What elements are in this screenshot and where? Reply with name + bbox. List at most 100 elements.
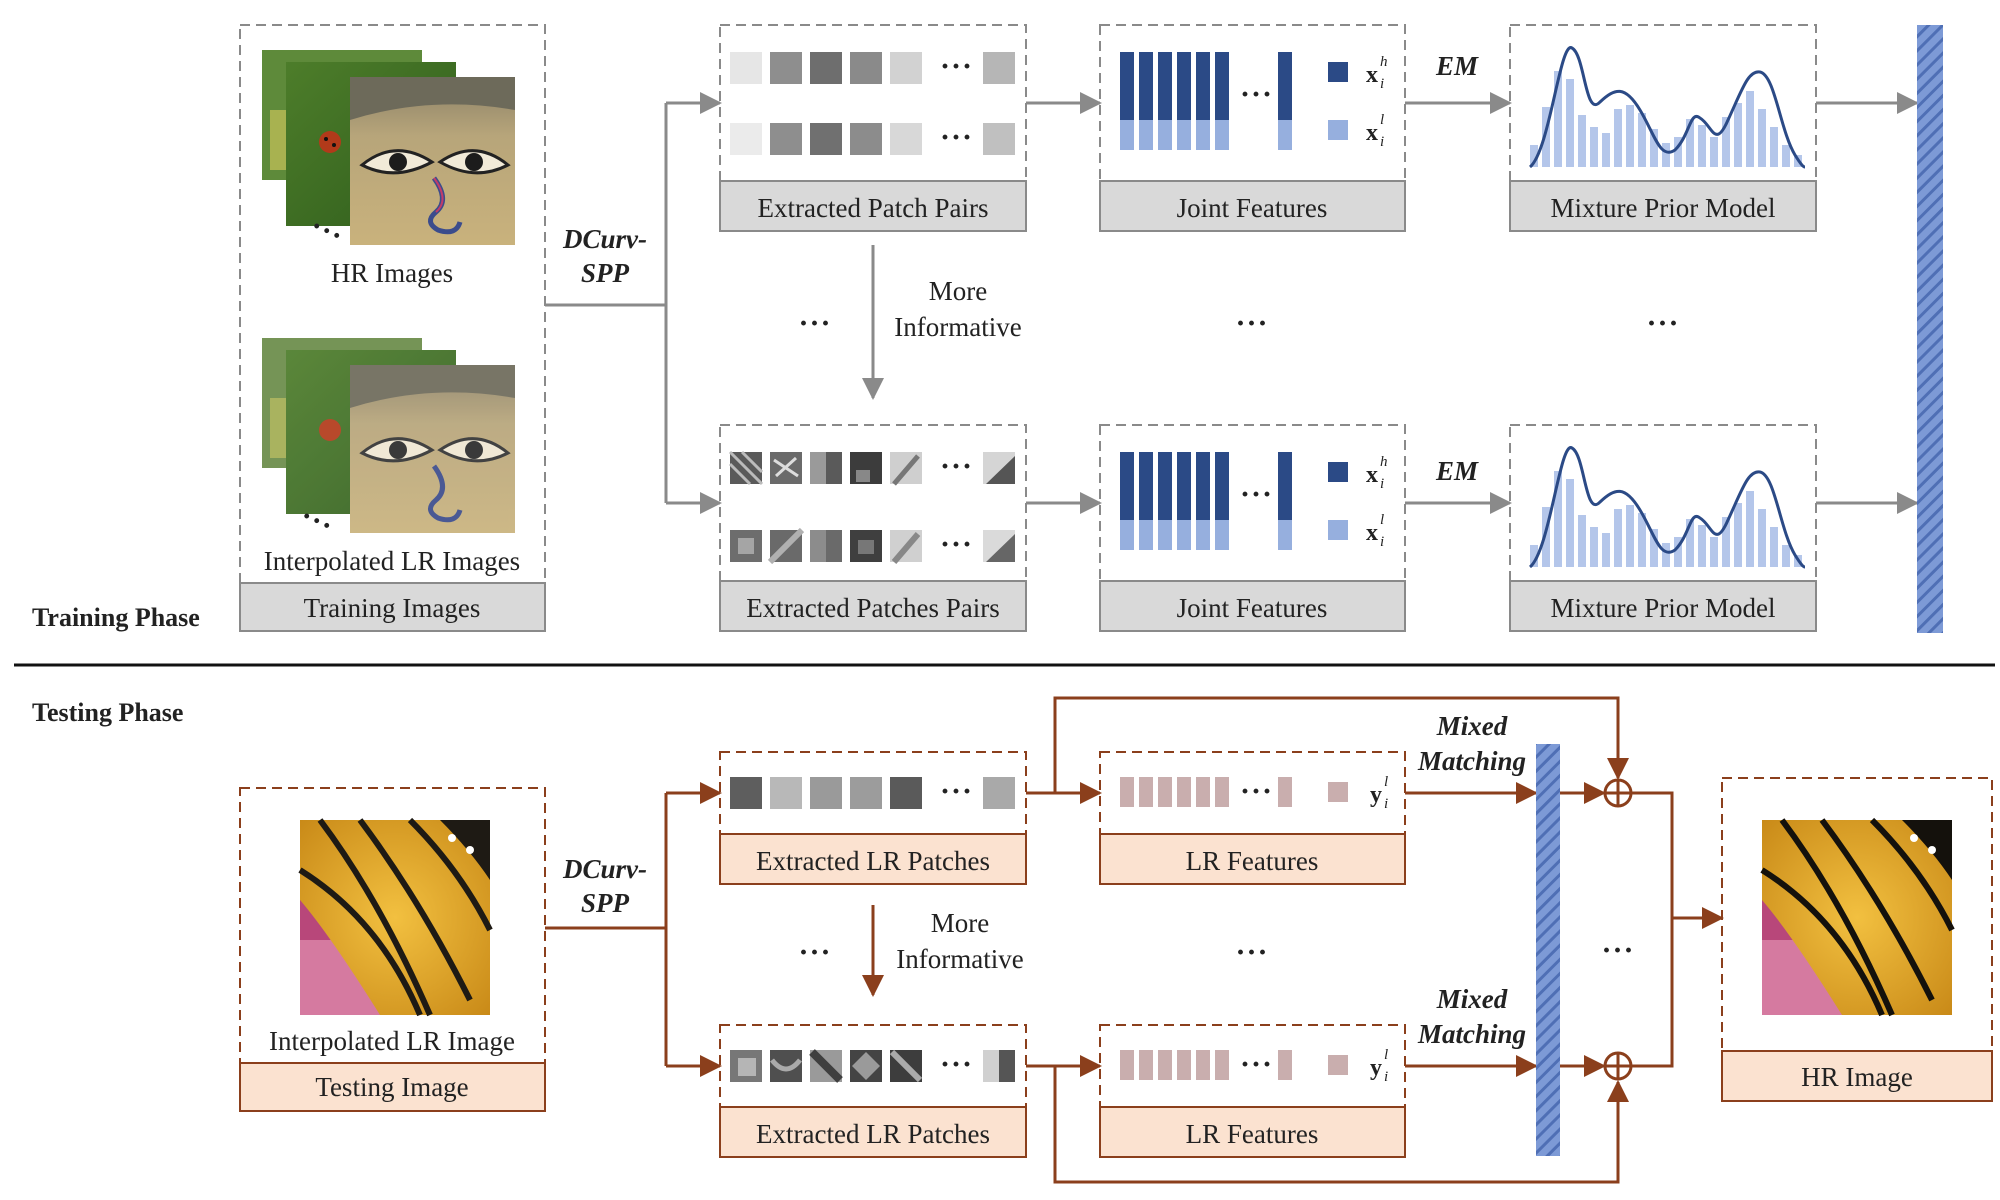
histogram-bar — [1578, 515, 1586, 567]
lr-feature-legend-1: y l i — [1370, 774, 1388, 812]
test-method-line1: DCurv- — [562, 854, 647, 884]
histogram-bar — [1698, 125, 1706, 167]
train-ellipsis-mixture: ··· — [1646, 307, 1679, 340]
histogram-bar — [1530, 145, 1538, 167]
lr-feature-bars-2: ··· — [1120, 1048, 1348, 1081]
histogram-bar — [1566, 479, 1574, 567]
svg-text:···: ··· — [1240, 775, 1273, 808]
train-method-line2: SPP — [581, 258, 630, 288]
sum-node-1 — [1603, 778, 1633, 808]
hr-patch-row-1: ··· — [730, 50, 1015, 84]
svg-text:h: h — [1380, 54, 1388, 70]
histogram-bar — [1590, 127, 1598, 167]
histogram-bar — [1758, 509, 1766, 567]
histogram-bar — [1650, 129, 1658, 167]
train-method-line1: DCurv- — [562, 224, 647, 254]
mixture-label-box-1 — [1509, 180, 1817, 232]
svg-text:x: x — [1366, 520, 1378, 546]
svg-text:···: ··· — [940, 450, 973, 483]
mixed-label-2b: Matching — [1417, 1019, 1526, 1049]
train-more-line2: Informative — [894, 312, 1021, 342]
svg-text:···: ··· — [940, 528, 973, 561]
lr-features-label-box-2 — [1099, 1106, 1406, 1158]
em-label-1: EM — [1435, 51, 1479, 81]
lr-features-label-1: LR Features — [1186, 846, 1319, 876]
train-ellipsis-joint: ··· — [1235, 307, 1268, 340]
histogram-bar — [1782, 545, 1790, 567]
svg-text:i: i — [1380, 76, 1384, 92]
patch-pairs-label-box-2 — [719, 580, 1027, 632]
butterfly-image-hr — [1760, 817, 1955, 1017]
histogram-bar — [1686, 119, 1694, 167]
histogram-bar — [1566, 79, 1574, 167]
test-bypass-top — [1053, 696, 1629, 793]
svg-text:i: i — [1384, 796, 1388, 812]
train-ellipsis-pairs: ··· — [798, 307, 831, 340]
lr-features-label-2: LR Features — [1186, 1119, 1319, 1149]
svg-text:···: ··· — [940, 50, 973, 83]
em-label-2: EM — [1435, 456, 1479, 486]
histogram-bar — [1614, 109, 1622, 167]
testing-phase: Testing Phase Testing Image Interpolated… — [32, 696, 1993, 1184]
histogram-bar — [1674, 537, 1682, 567]
hr-images-label: HR Images — [331, 258, 453, 288]
svg-text:l: l — [1384, 774, 1388, 790]
butterfly-image-lr — [298, 817, 493, 1017]
svg-text:···: ··· — [1240, 78, 1273, 111]
histogram-bar — [1758, 109, 1766, 167]
svg-text:y: y — [1370, 782, 1382, 808]
testing-lr-image-label: Interpolated LR Image — [269, 1026, 515, 1056]
histogram-bar — [1650, 529, 1658, 567]
trained-model-bar — [1917, 25, 1943, 633]
svg-text:···: ··· — [940, 121, 973, 154]
mixture-label-box-2 — [1509, 580, 1817, 632]
patch-pairs-box-1 — [719, 24, 1027, 182]
training-phase-label: Training Phase — [32, 603, 200, 632]
testing-phase-label: Testing Phase — [32, 698, 183, 727]
joint-features-label-2: Joint Features — [1177, 593, 1328, 623]
mixture-histogram-2 — [1530, 471, 1802, 567]
test-model-bar — [1536, 744, 1560, 1156]
hr-patch-row-2: ··· — [728, 450, 1015, 486]
mixture-label-2: Mixture Prior Model — [1551, 593, 1776, 623]
patch-pairs-label-box-1 — [719, 180, 1027, 232]
histogram-bar — [1710, 137, 1718, 167]
train-branch-connector — [545, 103, 668, 503]
joint-legend-2: x h i x l i — [1328, 454, 1388, 550]
joint-features-label-1: Joint Features — [1177, 193, 1328, 223]
lr-patches-label-1: Extracted LR Patches — [756, 846, 990, 876]
svg-text:x: x — [1366, 62, 1378, 88]
histogram-bar — [1638, 113, 1646, 167]
histogram-bar — [1542, 107, 1550, 167]
lr-features-label-box-1 — [1099, 833, 1406, 885]
histogram-bar — [1638, 513, 1646, 567]
histogram-bar — [1734, 103, 1742, 167]
histogram-bar — [1602, 133, 1610, 167]
testing-image-label: Testing Image — [315, 1072, 468, 1102]
mixture-histogram-1 — [1530, 71, 1802, 167]
svg-text:x: x — [1366, 120, 1378, 146]
histogram-bar — [1662, 543, 1670, 567]
training-images-label: Training Images — [304, 593, 481, 623]
svg-text:···: ··· — [940, 1048, 973, 1081]
sum-node-2 — [1603, 1051, 1633, 1081]
svg-text:···: ··· — [1240, 478, 1273, 511]
lr-feature-legend-2: y l i — [1370, 1047, 1388, 1085]
histogram-bar — [1590, 527, 1598, 567]
histogram-bar — [1770, 127, 1778, 167]
histogram-bar — [1530, 545, 1538, 567]
lr-patches-box-2 — [719, 1024, 1027, 1108]
svg-text:l: l — [1380, 112, 1384, 128]
test-branch-connector — [545, 793, 668, 1066]
joint-feature-bars-1: ··· — [1120, 52, 1292, 150]
lr-patches-label-box-2 — [719, 1106, 1027, 1158]
histogram-bar — [1554, 471, 1562, 567]
histogram-bar — [1686, 519, 1694, 567]
svg-text:i: i — [1380, 134, 1384, 150]
histogram-bar — [1698, 525, 1706, 567]
test-ellipsis-patches: ··· — [798, 936, 831, 969]
test-bypass-bottom — [1053, 1066, 1629, 1184]
histogram-bar — [1578, 115, 1586, 167]
lr-patch-row-1: ··· — [730, 121, 1015, 155]
